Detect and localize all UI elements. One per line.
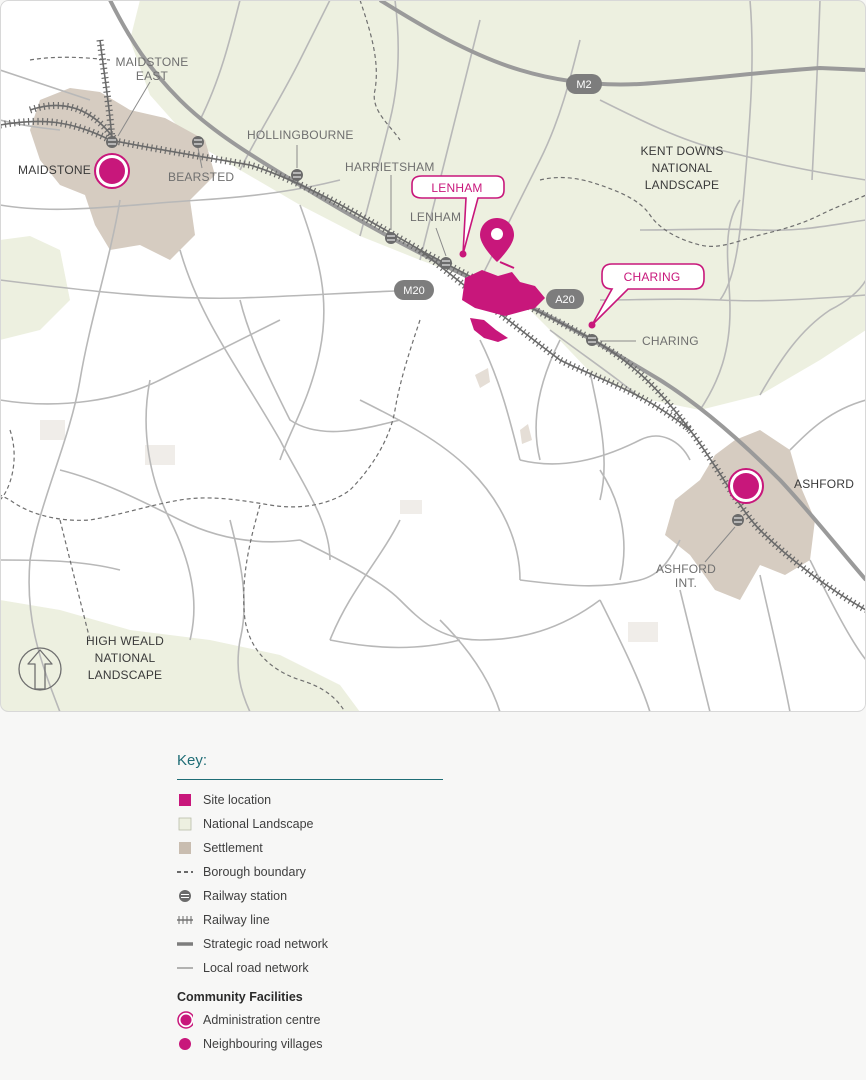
site-location[interactable] — [462, 270, 545, 316]
key-label: Borough boundary — [203, 865, 306, 879]
railway-station-icon[interactable] — [440, 257, 452, 269]
key-label: National Landscape — [203, 817, 314, 831]
road-badge-m20[interactable]: M20 — [394, 280, 434, 300]
place-ashford-int-line2: INT. — [675, 576, 697, 590]
admin-centre-maidstone-icon[interactable] — [94, 153, 130, 189]
admin-centre-icon — [177, 1011, 193, 1029]
place-bearsted: BEARSTED — [168, 170, 234, 184]
small-settlement — [400, 500, 422, 514]
key-item-admin-centre: Administration centre — [177, 1008, 447, 1032]
railway-station-icon[interactable] — [586, 334, 598, 346]
key-label: Local road network — [203, 961, 309, 975]
key-label: Railway station — [203, 889, 288, 903]
place-ashford-int-line1: ASHFORD — [656, 562, 716, 576]
high-weald-label-line2: NATIONAL — [95, 651, 156, 665]
place-lenham: LENHAM — [410, 210, 461, 224]
callout-charing-label: CHARING — [624, 270, 681, 284]
admin-centre-ashford-icon[interactable] — [728, 468, 764, 504]
railway-station-icon[interactable] — [732, 514, 744, 526]
key-item-railway-station: Railway station — [177, 884, 447, 908]
small-settlement — [145, 445, 175, 465]
place-maidstone-east-line1: MAIDSTONE — [116, 55, 189, 69]
site-connector — [499, 261, 515, 269]
railway-line-icon — [177, 912, 193, 928]
borough-boundary — [0, 0, 866, 712]
road-badge-a20[interactable]: A20 — [546, 289, 584, 309]
key-label: Site location — [203, 793, 272, 807]
road-badge-m2[interactable]: M2 — [566, 74, 602, 94]
key-label: Neighbouring villages — [203, 1037, 323, 1051]
key-item-railway-line: Railway line — [177, 908, 447, 932]
small-settlement — [520, 424, 532, 444]
road-badge-m20-label: M20 — [403, 285, 424, 297]
settlement-square-icon — [177, 840, 193, 856]
landscape-patch — [0, 236, 70, 340]
village-dot-icon — [177, 1036, 193, 1052]
callout-charing[interactable]: CHARING — [588, 263, 705, 329]
north-arrow-icon — [18, 647, 62, 691]
kent-downs-label-line2: NATIONAL — [652, 161, 713, 175]
railway-station-icon[interactable] — [106, 136, 118, 148]
key-item-national-landscape: National Landscape — [177, 812, 447, 836]
key-item-borough-boundary: Borough boundary — [177, 860, 447, 884]
callout-lenham[interactable]: LENHAM — [411, 175, 505, 258]
railway-station-icon — [177, 888, 193, 904]
kent-downs-landscape — [130, 0, 866, 410]
site-location-south[interactable] — [470, 318, 508, 342]
railway-station-icon[interactable] — [291, 169, 303, 181]
key-item-settlement: Settlement — [177, 836, 447, 860]
map-key: Key: Site location National Landscape Se… — [177, 752, 447, 1056]
kent-downs-label-line3: LANDSCAPE — [645, 178, 720, 192]
road-badge-a20-label: A20 — [555, 294, 575, 306]
small-settlement — [40, 420, 65, 440]
landscape-square-icon — [177, 816, 193, 832]
local-road-network — [0, 0, 866, 712]
kent-downs-label-line1: KENT DOWNS — [640, 144, 723, 158]
key-item-strategic-road: Strategic road network — [177, 932, 447, 956]
place-harrietsham: HARRIETSHAM — [345, 160, 435, 174]
small-settlement — [475, 368, 490, 388]
place-charing: CHARING — [642, 334, 699, 348]
strategic-road-icon — [177, 936, 193, 952]
place-maidstone: MAIDSTONE — [18, 163, 91, 177]
key-label: Administration centre — [203, 1013, 321, 1027]
dashed-line-icon — [177, 864, 193, 880]
label-leaders — [117, 81, 736, 563]
key-label: Railway line — [203, 913, 270, 927]
key-item-site-location: Site location — [177, 788, 447, 812]
site-pin-icon[interactable] — [480, 218, 514, 262]
site-square-icon — [177, 792, 193, 808]
place-maidstone-east-line2: EAST — [136, 69, 169, 83]
place-hollingbourne: HOLLINGBOURNE — [247, 128, 354, 142]
key-title: Key: — [177, 752, 443, 780]
local-road-icon — [177, 960, 193, 976]
small-settlement — [628, 622, 658, 642]
map[interactable]: LENHAM CHARING M2 M20 A20 MAIDSTONE EAST… — [0, 0, 866, 712]
railway-station-icon[interactable] — [192, 136, 204, 148]
key-label: Strategic road network — [203, 937, 329, 951]
road-badge-m2-label: M2 — [576, 79, 591, 91]
place-ashford: ASHFORD — [794, 477, 854, 491]
key-item-local-road: Local road network — [177, 956, 447, 980]
key-label: Settlement — [203, 841, 263, 855]
railway-station-icon[interactable] — [385, 232, 397, 244]
high-weald-landscape — [0, 600, 360, 712]
callout-lenham-label: LENHAM — [431, 181, 482, 195]
key-item-neighbouring-villages: Neighbouring villages — [177, 1032, 447, 1056]
high-weald-label-line3: LANDSCAPE — [88, 668, 163, 682]
high-weald-label-line1: HIGH WEALD — [86, 634, 164, 648]
key-community-title: Community Facilities — [177, 990, 303, 1004]
